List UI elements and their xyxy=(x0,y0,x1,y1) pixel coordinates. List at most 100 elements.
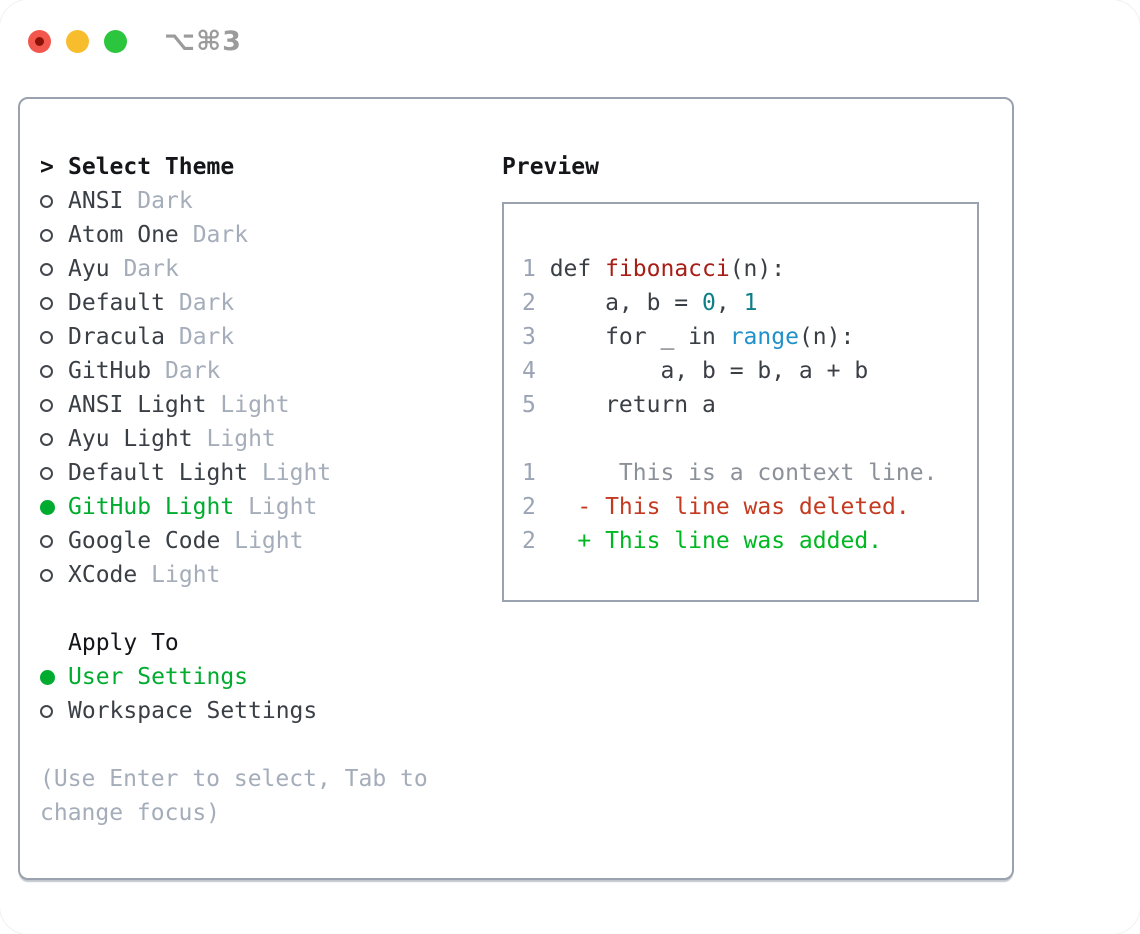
theme-option-ansi-light[interactable]: ANSI Light Light xyxy=(40,388,470,422)
code-segment-number: 1 xyxy=(743,290,758,316)
code-segment-code: a, b = xyxy=(549,290,703,316)
code-segment-code: (n): xyxy=(798,324,855,350)
radio-unselected-icon xyxy=(40,432,68,446)
theme-option-label: Google Code xyxy=(68,528,221,554)
theme-option-label: ANSI Light xyxy=(68,392,207,418)
line-number: 1 xyxy=(522,460,536,486)
theme-option-label: Default Light xyxy=(68,460,249,486)
apply-option-user-settings[interactable]: User Settings xyxy=(40,660,470,694)
code-segment-code: a, b = b, a + b xyxy=(549,358,869,384)
apply-option-workspace-settings[interactable]: Workspace Settings xyxy=(40,694,470,728)
theme-variant-tag: Dark xyxy=(123,256,179,282)
titlebar: ⌥⌘3 xyxy=(28,26,242,57)
radio-unselected-icon xyxy=(40,330,68,344)
radio-selected-icon xyxy=(40,499,68,515)
maximize-button[interactable] xyxy=(104,30,127,53)
theme-option-label: ANSI xyxy=(68,188,124,214)
code-segment-number: 0 xyxy=(702,290,716,316)
theme-option-label: GitHub xyxy=(68,358,152,384)
theme-variant-tag: Light xyxy=(234,528,304,554)
code-line: 5 return a xyxy=(522,388,977,422)
theme-option-label: GitHub Light xyxy=(68,494,235,520)
code-line: 4 a, b = b, a + b xyxy=(522,354,977,388)
diff-text: + This line was added. xyxy=(549,528,883,554)
apply-option-label: User Settings xyxy=(68,664,249,690)
radio-unselected-icon xyxy=(40,296,68,310)
diff-text: - This line was deleted. xyxy=(549,494,910,520)
theme-option-github[interactable]: GitHub Dark xyxy=(40,354,470,388)
theme-option-dracula[interactable]: Dracula Dark xyxy=(40,320,470,354)
radio-unselected-icon xyxy=(40,466,68,480)
theme-variant-tag: Light xyxy=(151,562,221,588)
theme-option-label: Ayu xyxy=(68,256,110,282)
radio-unselected-icon xyxy=(40,704,68,718)
theme-option-label: Dracula xyxy=(68,324,165,350)
theme-variant-tag: Dark xyxy=(165,358,221,384)
theme-variant-tag: Dark xyxy=(137,188,193,214)
radio-unselected-icon xyxy=(40,228,68,242)
code-segment-code: for _ in xyxy=(549,324,730,350)
theme-option-default-light[interactable]: Default Light Light xyxy=(40,456,470,490)
theme-option-label: Default xyxy=(68,290,165,316)
theme-variant-tag: Light xyxy=(220,392,290,418)
radio-unselected-icon xyxy=(40,398,68,412)
theme-option-label: Ayu Light xyxy=(68,426,193,452)
apply-to-title: Apply To xyxy=(68,630,179,656)
prompt-icon: > xyxy=(40,154,54,180)
radio-unselected-icon xyxy=(40,534,68,548)
code-line: 2 a, b = 0, 1 xyxy=(522,286,977,320)
line-number: 1 xyxy=(522,256,536,282)
close-button[interactable] xyxy=(28,30,51,53)
radio-unselected-icon xyxy=(40,194,68,208)
minimize-button[interactable] xyxy=(66,30,89,53)
spacer xyxy=(40,592,470,626)
theme-variant-tag: Light xyxy=(206,426,276,452)
theme-option-label: XCode xyxy=(68,562,138,588)
radio-selected-icon xyxy=(40,669,68,685)
close-badge-dot xyxy=(35,37,44,46)
code-line: 3 for _ in range(n): xyxy=(522,320,977,354)
theme-variant-tag: Dark xyxy=(178,290,235,316)
theme-variant-tag: Dark xyxy=(178,324,235,350)
theme-variant-tag: Light xyxy=(261,460,332,486)
window-shortcut-label: ⌥⌘3 xyxy=(164,26,242,57)
theme-variant-tag: Light xyxy=(248,494,318,520)
spacer xyxy=(40,728,470,762)
line-number: 2 xyxy=(522,528,536,554)
theme-option-ayu[interactable]: Ayu Dark xyxy=(40,252,470,286)
theme-option-ansi[interactable]: ANSI Dark xyxy=(40,184,470,218)
code-segment-func: fibonacci xyxy=(605,256,730,282)
diff-line-deleted: 2 - This line was deleted. xyxy=(522,490,977,524)
code-segment-code: (n): xyxy=(729,256,786,282)
radio-unselected-icon xyxy=(40,364,68,378)
line-number: 2 xyxy=(522,290,536,316)
code-line: 1 def fibonacci(n): xyxy=(522,252,977,286)
select-theme-header-row: > Select Theme xyxy=(40,150,470,184)
theme-option-github-light[interactable]: GitHub Light Light xyxy=(40,490,470,524)
blank-code-line xyxy=(522,422,977,456)
apply-option-label: Workspace Settings xyxy=(68,698,318,724)
select-theme-title: Select Theme xyxy=(68,154,235,180)
theme-option-xcode[interactable]: XCode Light xyxy=(40,558,470,592)
theme-option-default[interactable]: Default Dark xyxy=(40,286,470,320)
preview-title: Preview xyxy=(502,154,599,180)
theme-option-ayu-light[interactable]: Ayu Light Light xyxy=(40,422,470,456)
line-number: 3 xyxy=(522,324,536,350)
line-number: 5 xyxy=(522,392,536,418)
code-segment-code: def xyxy=(549,256,606,282)
radio-unselected-icon xyxy=(40,568,68,582)
theme-variant-tag: Dark xyxy=(192,222,249,248)
code-segment-builtin: range xyxy=(729,324,799,350)
theme-option-google-code[interactable]: Google Code Light xyxy=(40,524,470,558)
diff-text: This is a context line. xyxy=(549,460,938,486)
line-number: 2 xyxy=(522,494,536,520)
